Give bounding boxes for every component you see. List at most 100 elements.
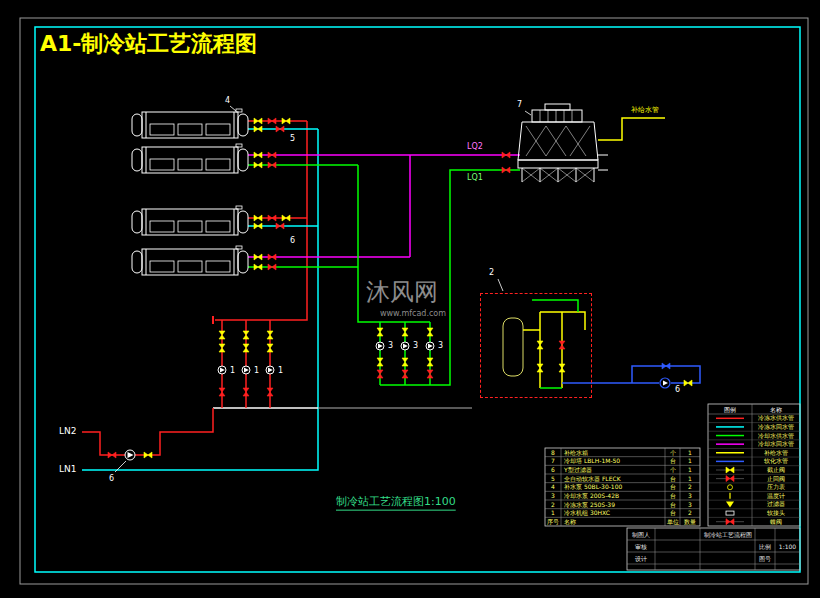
callout-number: 1 (277, 366, 284, 375)
valve-symbol (268, 162, 276, 168)
legend-sample (716, 443, 744, 445)
pump-symbol (403, 344, 408, 349)
valve-symbol (254, 152, 262, 158)
table-cell: 2 (681, 483, 699, 491)
pump-impeller (663, 381, 668, 386)
legend-border (708, 404, 800, 526)
valve-symbol (559, 341, 565, 349)
tower-fill (526, 126, 546, 156)
pipe-code: LN2 (58, 426, 77, 436)
tower-fill (566, 126, 586, 156)
callout-number: 1 (253, 366, 260, 375)
callout-number: 6 (289, 236, 296, 245)
chiller-nozzle (236, 144, 242, 147)
tower-fill (546, 126, 566, 156)
tower-leg (540, 168, 541, 182)
valve-symbol (243, 331, 249, 339)
valve-symbol (282, 118, 290, 124)
title-block-cell: 制冷站工艺流程图 (701, 529, 754, 540)
chiller-head (132, 211, 142, 233)
tower-fill (546, 126, 566, 156)
legend-text: 过滤器 (753, 500, 799, 508)
valve-symbol (267, 331, 273, 339)
table-cell: 2 (681, 509, 699, 517)
chiller-head (132, 149, 142, 171)
table-rule (545, 465, 700, 466)
legend-text: 压力表 (753, 483, 799, 491)
valve-symbol (726, 476, 734, 482)
pump-outline (660, 378, 670, 388)
chiller-head (238, 114, 248, 136)
table-cell: 台 (666, 492, 679, 500)
title-block-cell: 1:100 (776, 541, 799, 552)
table-cell: 台 (666, 457, 679, 465)
valve-symbol (276, 223, 284, 229)
legend-sample (729, 493, 730, 499)
table-cell: 6 (546, 466, 560, 474)
chiller-nozzle (236, 246, 242, 249)
legend-sample (716, 435, 744, 437)
leader-line (230, 106, 236, 111)
tower-brace (576, 168, 594, 182)
table-cell: 5 (546, 475, 560, 483)
tower-fan-deck (532, 110, 582, 122)
legend-sample (716, 418, 744, 420)
table-cell: 3 (681, 492, 699, 500)
valve-symbol (377, 358, 383, 366)
callout-number: 3 (437, 341, 444, 350)
valve-symbol (254, 223, 262, 229)
valve-symbol (254, 215, 262, 221)
table-cell: 冷却塔 LBLH-1M-50 (562, 457, 664, 465)
valve-symbol (219, 344, 225, 352)
table-rule (545, 482, 700, 483)
pipe-connector (592, 382, 659, 384)
chiller-nozzle (236, 109, 242, 112)
valve-symbol (219, 331, 225, 339)
table-cell: 名称 (562, 518, 664, 526)
legend-rule (708, 474, 800, 475)
valve-symbol (108, 452, 116, 458)
table-cell: 7 (546, 457, 560, 465)
chiller-compressor (178, 159, 202, 170)
pump-symbol (378, 344, 383, 349)
valve-symbol (662, 363, 670, 369)
tower-outlet (598, 170, 608, 171)
legend-text: 补给水管 (753, 449, 799, 457)
tower-basin (518, 160, 598, 168)
tower-brace (558, 168, 576, 182)
pump-symbol (220, 368, 225, 373)
pipe (540, 387, 562, 389)
chiller-shell (142, 209, 238, 235)
valve-symbol (267, 344, 273, 352)
legend-rule (708, 482, 800, 483)
valve-symbol (684, 380, 692, 386)
pipe-note: 补给水管 (630, 106, 660, 114)
valve-symbol (537, 341, 543, 349)
tower-brace (522, 168, 540, 182)
pipe-end-mark (212, 316, 214, 324)
valve-symbol (282, 215, 290, 221)
valve-symbol (254, 264, 262, 270)
valve-symbol (502, 167, 510, 173)
chiller-flange (234, 209, 235, 235)
pipe (248, 154, 520, 156)
chiller-flange (234, 112, 235, 138)
chiller-compressor (206, 159, 230, 170)
pipe (539, 312, 541, 388)
pump-symbol (401, 342, 409, 350)
pipe (540, 312, 585, 330)
pipe (248, 266, 358, 268)
table-rule (680, 448, 681, 526)
chiller-shell (142, 249, 238, 275)
title-block-cell: 图号 (756, 553, 774, 564)
water-treatment-zone: 2 (480, 293, 592, 398)
valve-symbol (254, 254, 262, 260)
legend-rule (708, 465, 800, 466)
legend-text: 冷冻水回水管 (753, 423, 799, 431)
table-rule (545, 500, 700, 501)
chiller-compressor (178, 124, 202, 135)
table-cell: 1 (546, 509, 560, 517)
pump-outline (659, 377, 671, 389)
valve-symbol (268, 152, 276, 158)
table-rule (665, 448, 666, 526)
